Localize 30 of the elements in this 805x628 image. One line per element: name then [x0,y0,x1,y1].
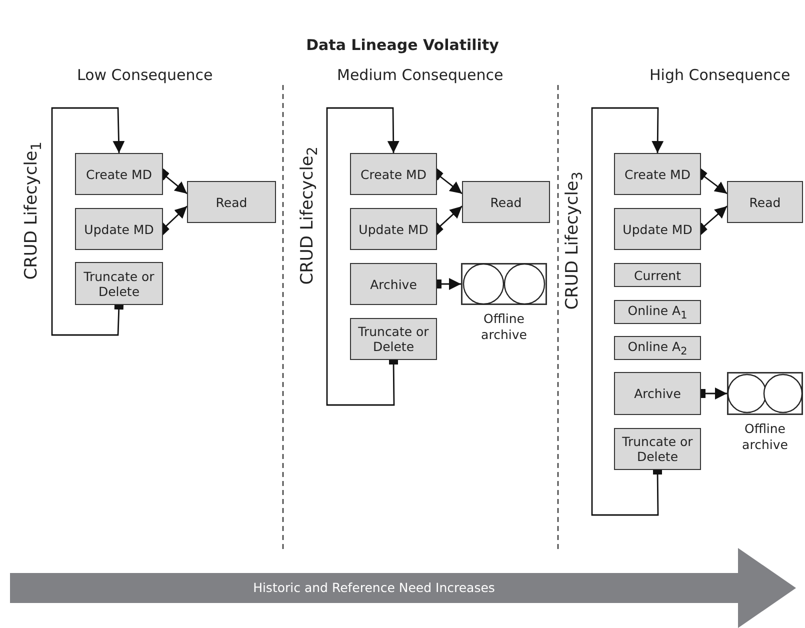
arrow-text: Historic and Reference Need Increases [252,580,496,595]
process-box: Update MD [614,208,701,250]
arrow [51,107,125,336]
column-heading: High Consequence [650,66,790,84]
archive-storage-drawing [461,263,547,305]
process-box: Current [614,263,701,287]
process-box: Update MD [75,208,163,250]
process-box: Create MD [350,153,437,195]
process-box: Create MD [614,153,701,195]
diagram-title: Data Lineage Volatility [305,36,500,54]
process-box: Read [187,181,276,223]
process-box: Read [727,181,803,223]
process-box: Read [462,181,550,223]
node-caption: Offline archive [480,311,528,344]
arrow [326,107,400,406]
column-heading: Medium Consequence [337,66,504,84]
process-box: Archive [350,263,437,305]
progress-arrow [10,548,796,628]
column-heading: Low Consequence [77,66,213,84]
process-box: Online A$_{2}$ [614,336,701,360]
node-caption: Offline archive [741,421,789,454]
process-box: Truncate or Delete [75,262,163,305]
process-box: Archive [614,372,701,415]
process-box: Update MD [350,208,437,250]
process-box: Truncate or Delete [614,428,701,470]
process-box: Online A$_{1}$ [614,300,701,324]
process-box: Create MD [75,153,163,195]
arrow [591,107,664,516]
archive-storage-drawing [727,372,803,415]
process-box: Truncate or Delete [350,318,437,360]
